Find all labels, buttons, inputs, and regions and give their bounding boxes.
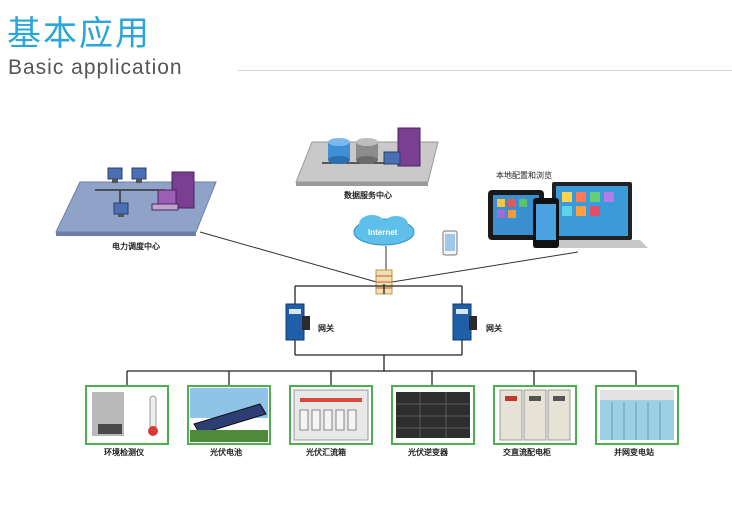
gateway-right-label: 网关 [486, 323, 502, 333]
dispatch-center-label: 电力调度中心 [112, 241, 160, 251]
device-distribution-cabinet: 交直流配电柜 [493, 385, 577, 457]
data-center-label: 数据服务中心 [344, 190, 392, 200]
server-icon [383, 127, 421, 167]
gateway-bus [126, 284, 637, 386]
device-label: 交直流配电柜 [503, 447, 551, 457]
device-pv-panel: 光伏电池 [187, 385, 271, 457]
database-icon [328, 138, 378, 164]
data-center-node: 数据服务中心 [295, 127, 439, 200]
gateway-right: 网关 [452, 303, 502, 341]
server-icon [151, 171, 195, 211]
device-label: 光伏逆变器 [407, 447, 449, 457]
gateway-left: 网关 [285, 303, 334, 341]
phone-icon [533, 198, 559, 248]
gateway-left-label: 网关 [318, 323, 334, 333]
device-label: 光伏汇流箱 [305, 447, 346, 457]
title-divider [238, 70, 732, 71]
page-title: 基本应用 [7, 14, 151, 54]
device-substation: 并网变电站 [595, 385, 679, 457]
laptop-icon [532, 182, 648, 248]
tablet-icon [488, 190, 544, 240]
device-combiner-box: 光伏汇流箱 [289, 385, 373, 457]
internet-label: Internet [368, 228, 398, 237]
smartphone-icon [442, 230, 458, 256]
local-config-node: 本地配置和浏览 [488, 170, 648, 248]
device-label: 光伏电池 [209, 447, 242, 457]
computer-icon [107, 167, 147, 217]
device-label: 环境检测仪 [104, 447, 145, 457]
device-label: 并网变电站 [614, 447, 654, 457]
device-environment-monitor: 环境检测仪 [85, 385, 169, 457]
page-subtitle: Basic application [8, 56, 183, 79]
internet-cloud: Internet [353, 215, 415, 246]
local-config-label: 本地配置和浏览 [496, 170, 552, 180]
uplink-lines [199, 231, 579, 284]
dispatch-center-node: 电力调度中心 [55, 167, 217, 251]
device-inverter: 光伏逆变器 [391, 385, 475, 457]
